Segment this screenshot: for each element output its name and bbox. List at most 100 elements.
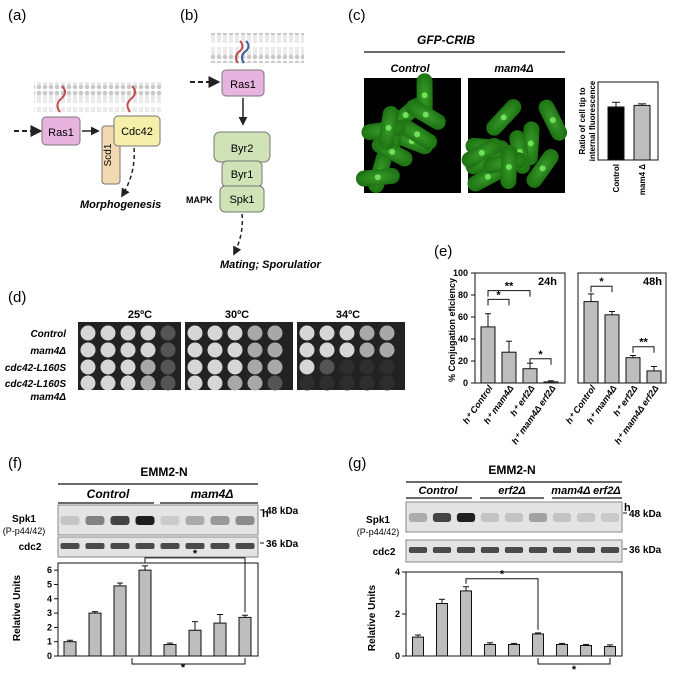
cell-nucleus [389,148,396,155]
f-bar [113,585,127,657]
band-spk1 [600,513,620,522]
g-bar [580,645,592,657]
spot [227,375,243,391]
spot [100,325,116,341]
spot [227,342,243,358]
panel-e-chart: % Conjugation eficiency 24h 48h 02040608… [447,268,667,446]
g-bar [460,590,472,657]
spot [187,375,203,391]
panel-label-g: (g) [348,455,366,472]
cell-nucleus [549,117,556,124]
spot [379,342,395,358]
g-bar [436,603,448,657]
gfp-crib-title: GFP-CRIB [417,33,475,47]
spot [160,342,176,358]
spot [100,342,116,358]
f-bar [138,569,152,657]
f-kda48: 48 kDa [266,506,299,517]
g-h: h [624,502,631,514]
spot [187,342,203,358]
panel-c: GFP-CRIB Control mam4Δ Ratio of cell tip… [355,33,659,195]
spot [339,375,355,391]
f-bar [88,612,102,657]
band-cdc2 [185,543,205,549]
c-ylabel-line: Ratio of cell tip tointernal fluorescenc… [578,80,597,161]
band-cdc2 [85,543,105,549]
spot [267,325,283,341]
cell-nucleus [527,140,534,147]
e-series-24h: 24h [538,276,557,288]
panel-label-f: (f) [8,455,22,472]
f-sig-label: * [193,548,198,560]
band-cdc2 [456,547,476,553]
spot [187,325,203,341]
panel-label-a: (a) [8,7,26,24]
band-cdc2 [235,543,255,549]
strain-cdc42: cdc42-L160S [5,363,66,374]
e-sig-label: ** [639,337,648,349]
e-axes [577,272,667,384]
spot [299,325,315,341]
cells-mam4 [461,99,568,192]
g-group-control: Control [418,485,458,497]
e-sig-label: * [538,349,543,361]
spot [379,375,395,391]
spot [227,359,243,375]
strain-cdc42-mam4-line1: cdc42-L160S [5,379,66,390]
panel-label-e: (e) [434,243,452,260]
ras1-box-b [221,69,265,97]
morphogenesis-label: Morphogenesis [80,199,161,211]
g-ytick-label: 4 [395,567,400,577]
f-ytick-label: 2 [47,622,52,632]
panel-a-diagram: Ras1 Scd1 Cdc42 Morphogenesis [14,82,162,211]
g-title: EMM2-N [488,463,535,477]
band-spk1 [528,513,548,522]
band-cdc2 [160,543,180,549]
band-cdc2 [600,547,620,553]
f-ytick-label: 0 [47,651,52,661]
f-bar [163,644,177,657]
temp-25: 25ºC [128,309,152,321]
cell-nucleus [505,163,512,170]
spot [319,325,335,341]
band-cdc2 [480,547,500,553]
f-bar [213,622,227,657]
spot [267,359,283,375]
spot [207,342,223,358]
spot [339,359,355,375]
g-group-erf2: erf2Δ [498,485,526,497]
spot [140,325,156,341]
spot [299,342,315,358]
strain-control: Control [30,329,66,340]
f-spk1-label: Spk1 [12,514,36,525]
spot [359,359,375,375]
band-cdc2 [60,543,80,549]
f-group-control: Control [87,487,130,501]
band-cdc2 [528,547,548,553]
e-bar [583,301,599,384]
f-sig-bracket-bottom [131,658,246,665]
spot [120,359,136,375]
spot [319,359,335,375]
panel-d: 25ºC 30ºC 34ºC Control mam4Δ cdc42-L160S… [5,309,405,403]
g-group-mam4erf2: mam4Δ erf2Δ [551,485,620,497]
panel-f: EMM2-N Control mam4Δ 02460246 h Spk1 (P-… [3,465,299,674]
e-sig-label: ** [505,281,514,293]
f-ytick-label: 1 [47,637,52,647]
band-spk1 [185,516,205,525]
e-sig-bracket [487,298,510,306]
cell-nucleus [421,92,428,99]
spot [359,342,375,358]
spot [120,342,136,358]
e-bar [522,368,538,384]
g-bar [604,646,616,657]
e-bar [543,381,559,384]
spot [140,375,156,391]
spot [120,375,136,391]
spot [379,359,395,375]
band-cdc2 [552,547,572,553]
cell-nucleus [539,165,546,172]
e-ytick-label: 0 [463,378,468,388]
f-sig-bracket [144,557,246,613]
